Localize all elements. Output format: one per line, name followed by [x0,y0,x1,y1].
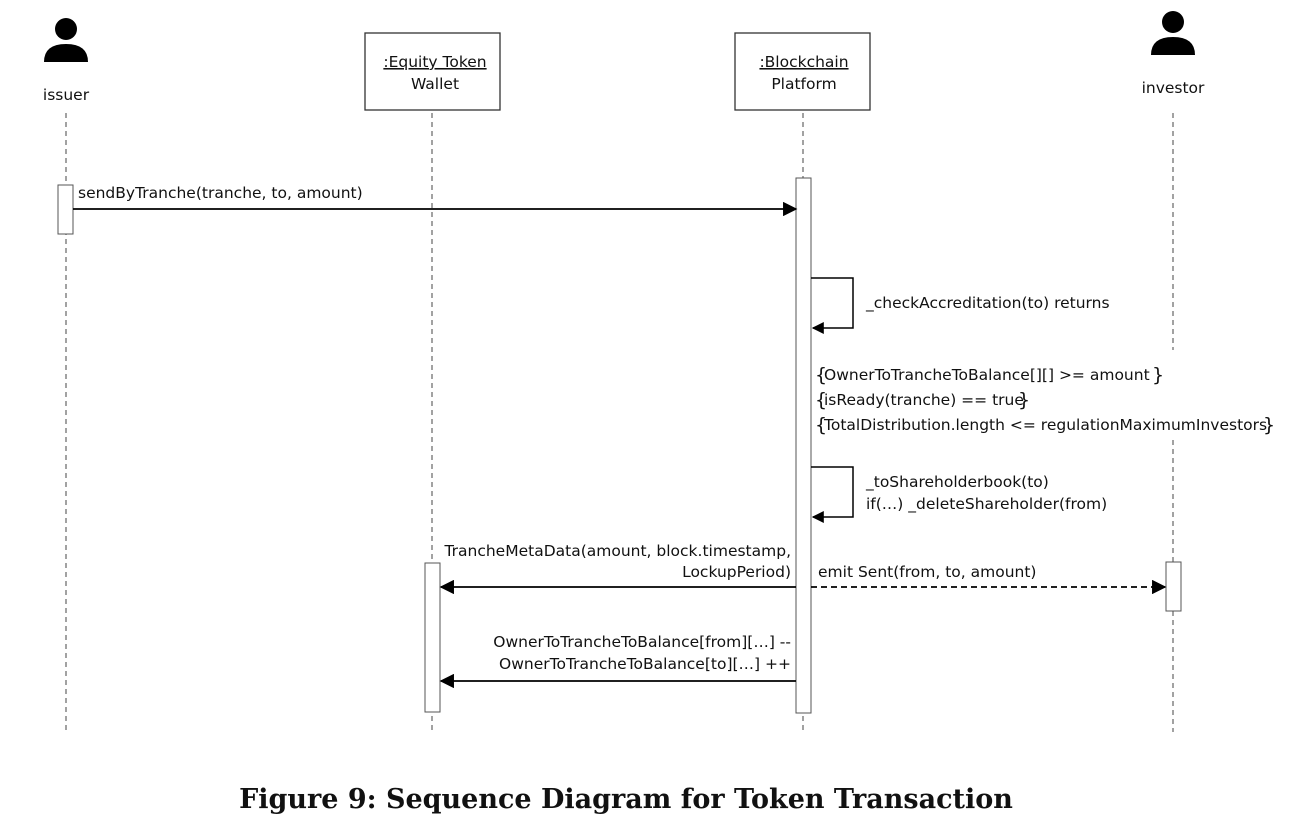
tranche-metadata-label-2: LockupPeriod) [682,563,791,581]
guard-2-close-brace: } [1018,389,1030,411]
shareholderbook-label-1: _toShareholderbook(to) [865,473,1049,492]
issuer-actor: issuer [43,18,90,104]
guard-3-close-brace: } [1263,414,1275,436]
shareholderbook-message: _toShareholderbook(to) if(…) _deleteShar… [811,466,1107,523]
investor-person-icon [1151,11,1195,55]
investor-label: investor [1142,79,1205,97]
guard-1: OwnerToTrancheToBalance[][] >= amount [824,366,1150,384]
tranche-metadata-label-1: TrancheMetaData(amount, block.timestamp, [443,542,791,560]
shareholderbook-label-2: if(…) _deleteShareholder(from) [866,495,1107,514]
guard-3: TotalDistribution.length <= regulationMa… [823,416,1267,434]
guard-conditions: { OwnerToTrancheToBalance[][] >= amount … [815,364,1275,436]
shareholderbook-arrow [811,466,854,523]
guard-2: isReady(tranche) == true [824,391,1024,409]
platform-title: :Blockchain [759,53,848,71]
issuer-activation [57,184,74,235]
investor-activation [1165,561,1182,612]
guard-2-open-brace: { [815,389,827,411]
send-by-tranche-label: sendByTranche(tranche, to, amount) [78,184,363,202]
check-accreditation-arrow [811,277,854,334]
platform-participant: :Blockchain Platform [734,32,871,111]
guard-1-close-brace: } [1152,364,1164,386]
wallet-activation [424,562,441,713]
balance-update-message: OwnerToTrancheToBalance[from][…] -- Owne… [439,633,796,689]
wallet-subtitle: Wallet [411,75,459,93]
guard-3-open-brace: { [815,414,827,436]
investor-actor: investor [1142,11,1205,97]
send-by-tranche-message: sendByTranche(tranche, to, amount) [73,184,798,217]
wallet-participant: :Equity Token Wallet [364,32,501,111]
platform-subtitle: Platform [771,75,836,93]
balance-update-label-2: OwnerToTrancheToBalance[to][…] ++ [499,655,791,673]
check-accreditation-message: _checkAccreditation(to) returns [811,277,1110,334]
tranche-metadata-message: TrancheMetaData(amount, block.timestamp,… [439,542,796,595]
issuer-label: issuer [43,86,90,104]
platform-box [734,32,871,111]
issuer-person-icon [44,18,88,62]
wallet-title: :Equity Token [383,53,486,71]
emit-sent-label: emit Sent(from, to, amount) [818,563,1036,581]
figure-caption: Figure 9: Sequence Diagram for Token Tra… [239,784,1013,815]
wallet-box [364,32,501,111]
emit-sent-message: emit Sent(from, to, amount) [811,563,1167,595]
balance-update-label-1: OwnerToTrancheToBalance[from][…] -- [493,633,791,651]
platform-activation [795,177,812,714]
guard-1-open-brace: { [815,364,827,386]
check-accreditation-label: _checkAccreditation(to) returns [865,294,1110,313]
